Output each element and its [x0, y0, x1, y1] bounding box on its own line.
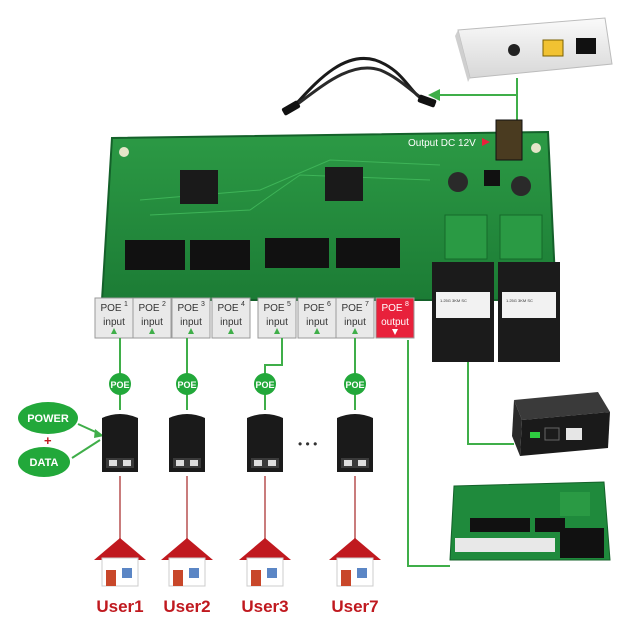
- downlink-line: [407, 340, 450, 567]
- house-icon: [239, 538, 291, 587]
- port-bottom-label: input: [266, 317, 288, 328]
- power-data-legend: POWER + DATA: [18, 402, 104, 477]
- port-number: 1: [124, 301, 128, 308]
- port-bottom-label: output: [381, 317, 409, 328]
- up-arrow-icon: [188, 328, 194, 334]
- port-top-label: POE: [303, 303, 324, 314]
- dc-cable: [281, 56, 437, 116]
- switch-pcb: [100, 119, 558, 301]
- ellipsis-dots: • • •: [298, 437, 317, 451]
- data-label: DATA: [30, 457, 59, 469]
- up-arrow-icon: [111, 328, 117, 334]
- port-top-label: POE: [341, 303, 362, 314]
- port-number: 8: [405, 301, 409, 308]
- user-label-1: User1: [96, 597, 143, 616]
- poe-injector: [102, 414, 138, 542]
- port-bottom-label: input: [180, 317, 202, 328]
- port-number: 4: [241, 301, 245, 308]
- down-arrow-icon: [392, 329, 398, 335]
- house-icon: [329, 538, 381, 587]
- port-top-label: POE: [100, 303, 121, 314]
- port-bottom-label: input: [141, 317, 163, 328]
- poe-injector: [247, 414, 283, 542]
- port-top-label: POE: [381, 303, 402, 314]
- poe-badge: POE: [344, 373, 366, 395]
- house-icon: [94, 538, 146, 587]
- poe-badge-label: POE: [345, 380, 364, 390]
- up-arrow-icon: [274, 328, 280, 334]
- port-bottom-label: input: [344, 317, 366, 328]
- adapter-arrow: [428, 78, 518, 120]
- port-top-label: POE: [217, 303, 238, 314]
- poe-badge-label: POE: [255, 380, 274, 390]
- up-arrow-icon: [352, 328, 358, 334]
- poe-badge-label: POE: [110, 380, 129, 390]
- fiber-modules: 1.25G 3KM SC 1.25G 3KM SC: [432, 262, 560, 362]
- port-lines: POE POE POE POE: [109, 338, 366, 410]
- plus-label: +: [44, 433, 52, 448]
- up-arrow-icon: [228, 328, 234, 334]
- media-converter: [512, 392, 610, 456]
- port-top-label: POE: [138, 303, 159, 314]
- port-bottom-label: input: [103, 317, 125, 328]
- house-icon: [161, 538, 213, 587]
- power-adapter: [455, 17, 613, 82]
- poe-badge: POE: [254, 373, 276, 395]
- user-label-2: User2: [163, 597, 210, 616]
- up-arrow-icon: [149, 328, 155, 334]
- user-label-3: User3: [241, 597, 288, 616]
- port-bottom-label: input: [220, 317, 242, 328]
- poe-injector: [337, 414, 373, 542]
- output-arrow: [482, 138, 490, 146]
- port-number: 3: [201, 301, 205, 308]
- fiber-label-b: 1.25G 3KM SC: [506, 298, 533, 303]
- power-label: POWER: [27, 413, 69, 425]
- port-bottom-label: input: [306, 317, 328, 328]
- port-number: 7: [365, 301, 369, 308]
- poe-badge-label: POE: [177, 380, 196, 390]
- poe-injector: [169, 414, 205, 542]
- port-top-label: POE: [177, 303, 198, 314]
- user-houses: User1 User2 User3 User7: [94, 538, 381, 616]
- up-arrow-icon: [314, 328, 320, 334]
- output-dc-label: Output DC 12V: [408, 138, 476, 149]
- poe-badge: POE: [176, 373, 198, 395]
- user-label-4: User7: [331, 597, 378, 616]
- converter-line: [467, 362, 514, 445]
- fiber-label-a: 1.25G 3KM SC: [440, 298, 467, 303]
- port-number: 6: [327, 301, 331, 308]
- small-switch-board: [449, 481, 611, 561]
- port-number: 2: [162, 301, 166, 308]
- poe-injectors: [102, 414, 373, 542]
- port-number: 5: [287, 301, 291, 308]
- poe-badge: POE: [109, 373, 131, 395]
- port-top-label: POE: [263, 303, 284, 314]
